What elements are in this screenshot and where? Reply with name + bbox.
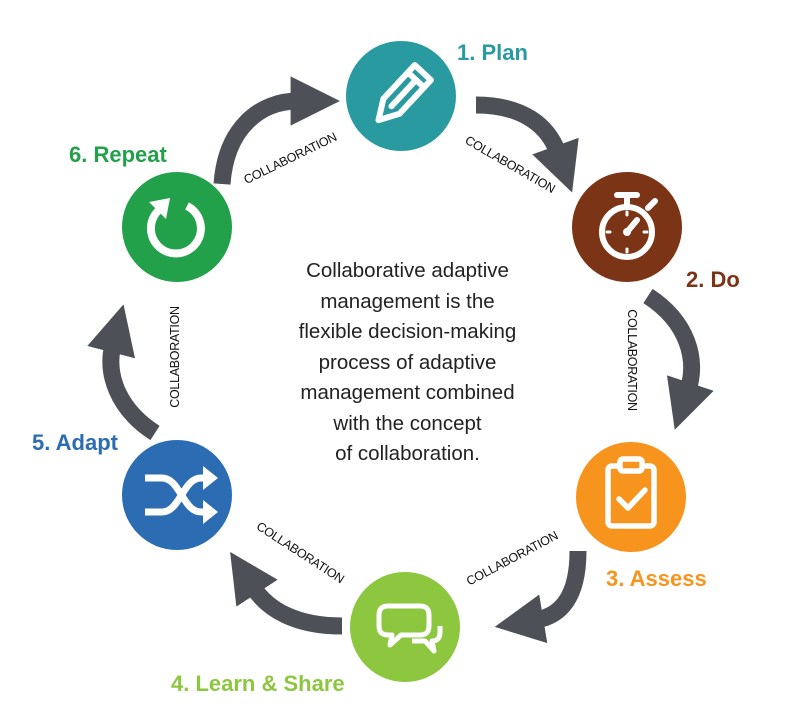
step-adapt-circle — [122, 440, 232, 550]
stopwatch-icon — [599, 192, 658, 260]
collaboration-label-bottom-right: COLLABORATION — [464, 528, 560, 588]
step-assess-label: 3. Assess — [606, 566, 707, 591]
collaboration-label-bottom-left: COLLABORATION — [254, 519, 347, 586]
step-assess-circle — [576, 442, 686, 552]
arrow-adapt-to-repeat — [87, 304, 160, 441]
collaboration-label-top-left: COLLABORATION — [242, 130, 340, 187]
center-line: of collaboration. — [335, 442, 480, 465]
center-line: management combined — [300, 381, 515, 404]
step-plan-label: 1. Plan — [457, 40, 528, 65]
step-repeat-node — [122, 172, 232, 282]
center-line: process of adaptive — [318, 350, 497, 374]
center-line: management is the — [320, 289, 495, 313]
step-adapt-label: 5. Adapt — [32, 430, 118, 455]
arrow-assess-to-learn — [494, 550, 587, 644]
refresh-icon — [146, 198, 205, 258]
center-line: flexible decision-making — [298, 320, 517, 343]
collaboration-label-right: COLLABORATION — [625, 309, 639, 411]
step-learn-share-circle — [350, 572, 460, 682]
pencil-icon — [375, 62, 434, 124]
center-line: Collaborative adaptive — [306, 259, 509, 282]
arrow-learn-to-adapt — [230, 551, 343, 635]
center-line: with the concept — [333, 411, 482, 435]
arrow-do-to-assess — [643, 288, 714, 430]
step-adapt-node — [122, 440, 232, 550]
arrow-repeat-to-plan — [213, 76, 340, 185]
step-plan-node — [346, 41, 456, 151]
step-learn-share-label: 4. Learn & Share — [171, 671, 345, 696]
connector-arrows — [87, 76, 714, 644]
step-repeat-circle — [122, 172, 232, 282]
step-do-circle — [572, 172, 682, 282]
chat-bubbles-icon — [376, 603, 443, 654]
step-assess-node — [576, 442, 686, 552]
step-do-node — [572, 172, 682, 282]
shuffle-icon — [145, 466, 218, 524]
step-learn-share-node — [350, 572, 460, 682]
clipboard-check-icon — [605, 456, 657, 529]
step-repeat-label: 6. Repeat — [69, 142, 167, 167]
step-do-label: 2. Do — [686, 267, 740, 292]
center-description: Collaborative adaptive management is the… — [255, 256, 560, 470]
arrow-plan-to-do — [475, 96, 579, 193]
collaboration-label-left: COLLABORATION — [168, 306, 182, 408]
